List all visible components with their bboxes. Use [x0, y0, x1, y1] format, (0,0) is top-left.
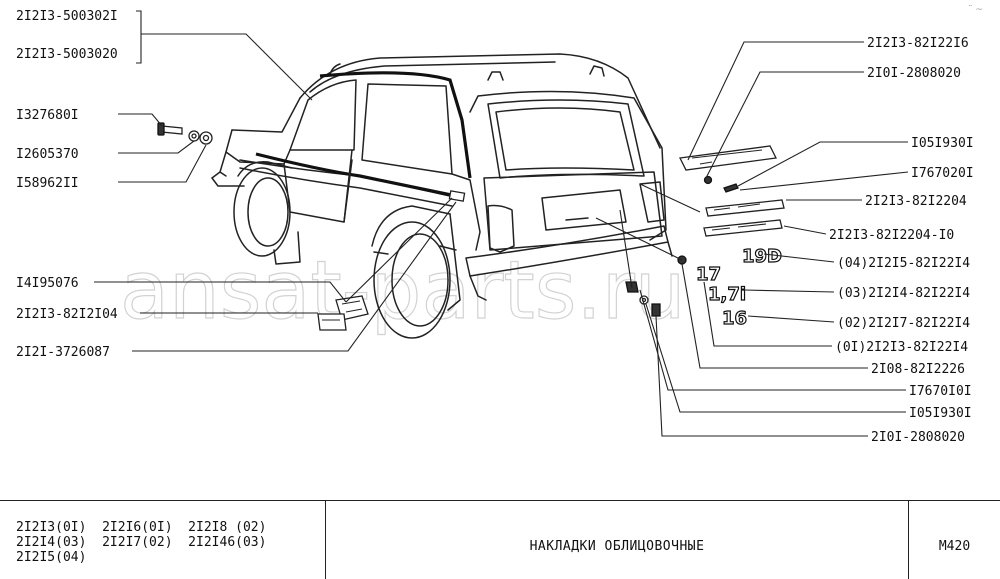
parts-group-right: 19D 17 1,7i 16 [625, 145, 785, 330]
svg-text:1,7i: 1,7i [708, 284, 746, 305]
callout-label: 2I0I-2808020 [871, 430, 965, 445]
drawing-title: НАКЛАДКИ ОБЛИЦОВОЧНЫЕ [529, 539, 705, 554]
callout-label: I58962II [16, 176, 79, 191]
callout-label: 2I2I3-82I22I6 [867, 36, 969, 51]
model-codes-cell: 2I2I3(0I) 2I2I6(0I) 2I2I8 (02) 2I2I4(03)… [0, 501, 326, 579]
callout-label: 2I2I3-5003020 [16, 47, 118, 62]
svg-text:17: 17 [696, 264, 721, 285]
callout-label: (02)2I2I7-82I22I4 [837, 316, 970, 331]
parts-group-left [157, 122, 369, 331]
callout-label: (04)2I2I5-82I22I4 [837, 256, 970, 271]
model-codes-row: 2I2I3(0I) 2I2I6(0I) 2I2I8 (02) [16, 520, 267, 535]
callout-label: I4I95076 [16, 276, 79, 291]
callout-label: I767020I [911, 166, 974, 181]
callout-label: I2605370 [16, 147, 79, 162]
callout-label: (0I)2I2I3-82I22I4 [835, 340, 968, 355]
model-codes-row: 2I2I5(04) [16, 550, 87, 565]
callout-label: 2I08-82I2226 [871, 362, 965, 377]
title-cell: НАКЛАДКИ ОБЛИЦОВОЧНЫЕ [326, 501, 909, 579]
sheet-number: M420 [938, 539, 971, 554]
callout-label: 2I2I3-82I2204-I0 [829, 228, 954, 243]
svg-text:16: 16 [722, 308, 747, 329]
callout-label: I05I930I [909, 406, 972, 421]
svg-text:19D: 19D [742, 246, 782, 267]
callout-label: 2I2I3-82I2I04 [16, 307, 118, 322]
callout-label: I7670I0I [909, 384, 972, 399]
callout-labels: 2I2I3-500302I 2I2I3-5003020 I327680I I26… [16, 9, 974, 445]
callout-label: I327680I [16, 108, 79, 123]
title-block: 2I2I3(0I) 2I2I6(0I) 2I2I8 (02) 2I2I4(03)… [0, 500, 1000, 579]
sheet-cell: M420 [909, 501, 1000, 579]
model-codes-row: 2I2I4(03) 2I2I7(02) 2I2I46(03) [16, 535, 267, 550]
callout-label: I05I930I [911, 136, 974, 151]
callout-label: 2I2I-3726087 [16, 345, 110, 360]
corner-mark: ¨ ~ [968, 5, 983, 15]
callout-label: 2I2I3-82I2204 [865, 194, 967, 209]
callout-label: 2I0I-2808020 [867, 66, 961, 81]
watermark-text: ansat-parts.ru [120, 244, 685, 337]
car-illustration [211, 53, 673, 339]
callout-label: (03)2I2I4-82I22I4 [837, 286, 970, 301]
leader-lines [94, 10, 909, 437]
callout-label: 2I2I3-500302I [16, 9, 118, 24]
